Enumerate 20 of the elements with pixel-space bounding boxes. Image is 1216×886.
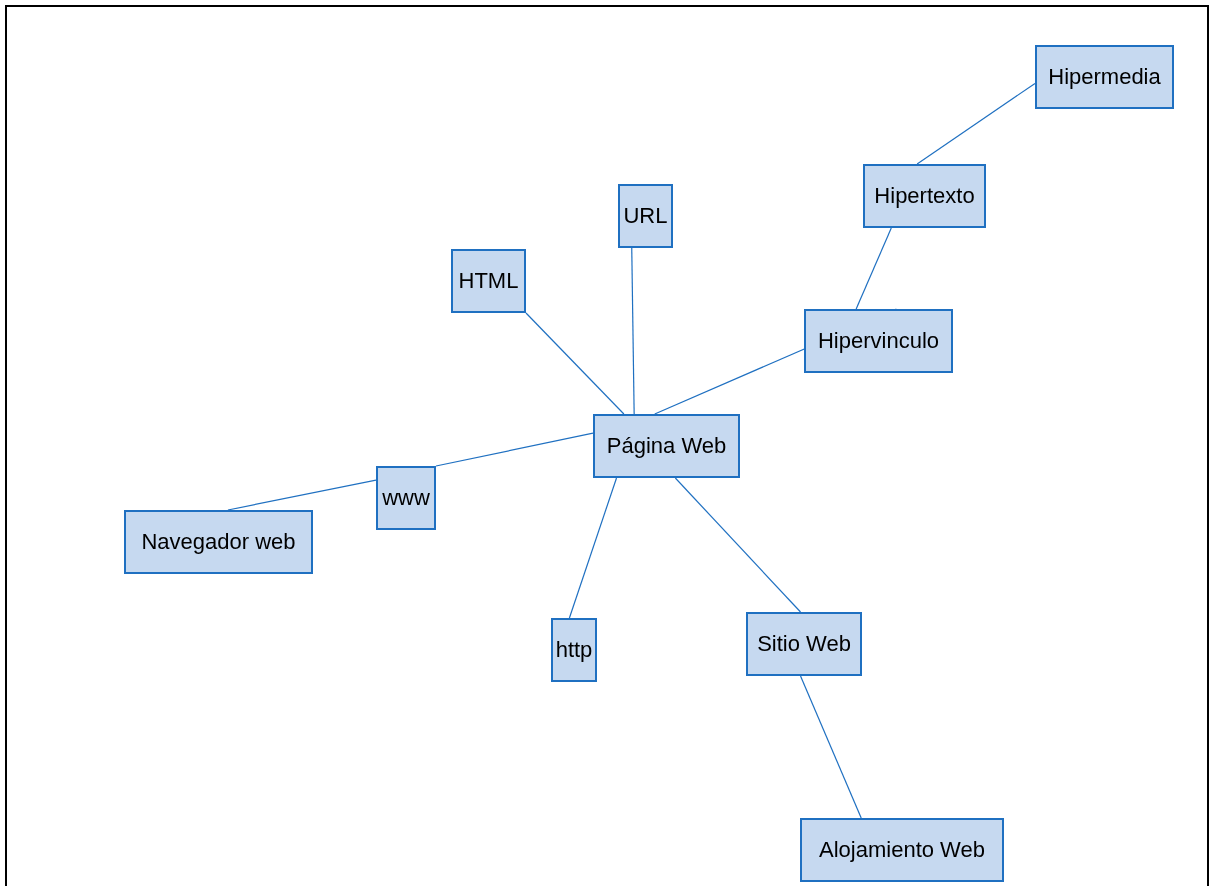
connector-line <box>799 675 862 819</box>
connector-line <box>916 82 1036 165</box>
connector-line <box>525 312 625 415</box>
concept-box: Hipertexto <box>863 164 986 228</box>
concept-box: URL <box>618 184 673 248</box>
connector-line <box>855 227 892 310</box>
connector-line <box>674 477 802 613</box>
connector-line <box>568 477 618 619</box>
concept-box: Alojamiento Web <box>800 818 1004 882</box>
connector-line <box>435 432 594 467</box>
concept-box: www <box>376 466 436 530</box>
connector-line <box>631 247 635 415</box>
connector-line <box>227 479 377 511</box>
concept-box: Navegador web <box>124 510 313 574</box>
concept-box: Hipermedia <box>1035 45 1174 109</box>
concept-box: http <box>551 618 597 682</box>
concept-box: Página Web <box>593 414 740 478</box>
concept-box: Sitio Web <box>746 612 862 676</box>
concept-box: HTML <box>451 249 526 313</box>
concept-box: Hipervinculo <box>804 309 953 373</box>
